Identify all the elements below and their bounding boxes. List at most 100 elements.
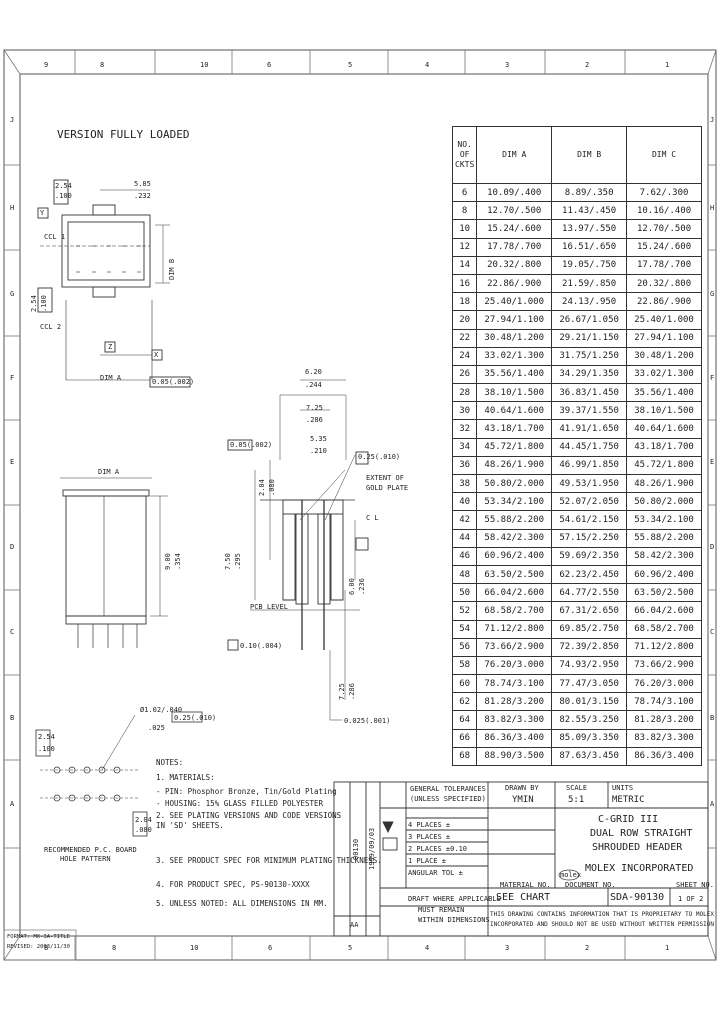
cell-dim-a: 45.72/1.800 [476, 437, 553, 457]
zone-top-1: 9 [44, 61, 49, 69]
tb-docno: SDA-90130 [610, 892, 665, 903]
cell-dim-b: 16.51/.650 [551, 237, 628, 257]
cell-dim-c: 10.16/.400 [626, 201, 702, 221]
dim-620-in: .244 [305, 381, 322, 389]
cell-ckts: 8 [451, 201, 478, 221]
dim-725-in: .286 [306, 416, 323, 424]
zone-bottom-9: 1 [665, 944, 670, 952]
label-ccl1: CCL 1 [44, 233, 66, 241]
tb-company: MOLEX INCORPORATED [585, 863, 694, 874]
cell-dim-a: 66.04/2.600 [476, 583, 553, 603]
tb-units: METRIC [612, 795, 645, 805]
zone-left-4: F [10, 374, 15, 382]
zone-left-8: B [10, 714, 15, 722]
cell-dim-b: 36.83/1.450 [551, 383, 628, 403]
dim-a-front: DIM A [98, 468, 120, 476]
tb-within: WITHIN DIMENSIONS [418, 916, 490, 924]
cell-ckts: 26 [451, 364, 478, 385]
cell-dim-b: 34.29/1.350 [551, 364, 628, 385]
dim-900: 9.00 [164, 553, 172, 570]
recommended-label-2: HOLE PATTERN [60, 855, 111, 863]
cell-dim-b: 21.59/.850 [551, 273, 628, 294]
tol-hole: 0.25(.010) [174, 714, 217, 722]
cell-dim-b: 26.67/1.050 [551, 310, 628, 330]
cell-dim-a: 22.86/.900 [476, 273, 553, 294]
cell-dim-a: 43.18/1.700 [476, 419, 553, 439]
dim-254-a: 2.54 [55, 182, 72, 190]
tb-general-tol-1: GENERAL TOLERANCES [410, 785, 486, 793]
tb-material-label: MATERIAL NO. [500, 881, 551, 889]
zone-bottom-1: 8 [44, 944, 49, 952]
zone-bottom-3: 10 [190, 944, 199, 952]
label-x: X [154, 351, 159, 359]
cell-dim-a: 35.56/1.400 [476, 364, 553, 385]
dim-254-b: 2.54 [30, 295, 38, 312]
zone-top-5: 5 [348, 61, 353, 69]
dim-a-top: DIM A [100, 374, 122, 382]
version-title: VERSION FULLY LOADED [57, 128, 190, 141]
dim-254-a-in: .100 [55, 192, 72, 200]
cell-ckts: 32 [451, 419, 478, 439]
cell-dim-b: 80.01/3.150 [551, 692, 628, 712]
front-view [60, 477, 168, 648]
zone-right-5: E [710, 458, 715, 466]
zone-bottom-5: 5 [348, 944, 353, 952]
zone-right-6: D [710, 543, 715, 551]
cell-dim-a: 71.12/2.800 [476, 619, 553, 639]
cell-dim-b: 11.43/.450 [551, 201, 628, 221]
col-ckts: NO. OF CKTS [451, 126, 478, 184]
cell-dim-b: 85.09/3.350 [551, 728, 628, 748]
cell-ckts: 38 [451, 473, 478, 494]
zone-left-9: A [10, 800, 15, 808]
zone-bottom-8: 2 [585, 944, 590, 952]
cell-dim-a: 48.26/1.900 [476, 455, 553, 476]
cell-dim-b: 13.97/.550 [551, 219, 628, 239]
dim-204-in: .080 [268, 479, 276, 496]
cell-ckts: 66 [451, 728, 478, 748]
cell-dim-b: 31.75/1.250 [551, 346, 628, 366]
tb-title-2: DUAL ROW STRAIGHT [590, 828, 693, 839]
cell-ckts: 34 [451, 437, 478, 457]
tb-draft-where: DRAFT WHERE APPLICABLE [408, 895, 501, 903]
cell-ckts: 22 [451, 328, 478, 348]
zone-right-9: A [710, 800, 715, 808]
cell-dim-b: 77.47/3.050 [551, 674, 628, 694]
dim-204: 2.04 [258, 479, 266, 496]
dim-725-b: 7.25 [338, 683, 346, 700]
tb-places-1: 4 PLACES ± [408, 821, 451, 829]
cell-dim-a: 53.34/2.100 [476, 492, 553, 512]
tb-proprietary-1: THIS DRAWING CONTAINS INFORMATION THAT I… [490, 911, 714, 918]
tb-drawn-by-label: DRAWN BY [505, 784, 539, 792]
tb-places-2: 3 PLACES ± [408, 833, 451, 841]
zone-bottom-7: 3 [505, 944, 510, 952]
cell-dim-b: 74.93/2.950 [551, 655, 628, 676]
cell-dim-c: 15.24/.600 [626, 237, 702, 257]
cell-dim-b: 67.31/2.650 [551, 601, 628, 621]
tb-series: 90130 [352, 838, 360, 860]
cell-dim-c: 45.72/1.800 [626, 455, 702, 476]
cell-dim-c: 71.12/2.800 [626, 637, 702, 657]
cell-dim-c: 78.74/3.100 [626, 692, 702, 712]
cell-dim-c: 83.82/3.300 [626, 728, 702, 748]
cell-dim-c: 35.56/1.400 [626, 383, 702, 403]
cell-dim-b: 41.91/1.650 [551, 419, 628, 439]
title-block [333, 781, 709, 937]
dim-254-c: 2.54 [38, 733, 55, 741]
cell-ckts: 30 [451, 401, 478, 421]
zone-bottom-4: 6 [268, 944, 273, 952]
cell-dim-c: 27.94/1.100 [626, 328, 702, 348]
tol-4: 0.10(.004) [240, 642, 283, 650]
cell-dim-c: 60.96/2.400 [626, 564, 702, 585]
cell-dim-b: 69.85/2.750 [551, 619, 628, 639]
cell-dim-c: 58.42/2.300 [626, 546, 702, 566]
tb-rev-date: REVISED: 2003/11/30 [7, 944, 70, 950]
cell-dim-c: 40.64/1.600 [626, 419, 702, 439]
